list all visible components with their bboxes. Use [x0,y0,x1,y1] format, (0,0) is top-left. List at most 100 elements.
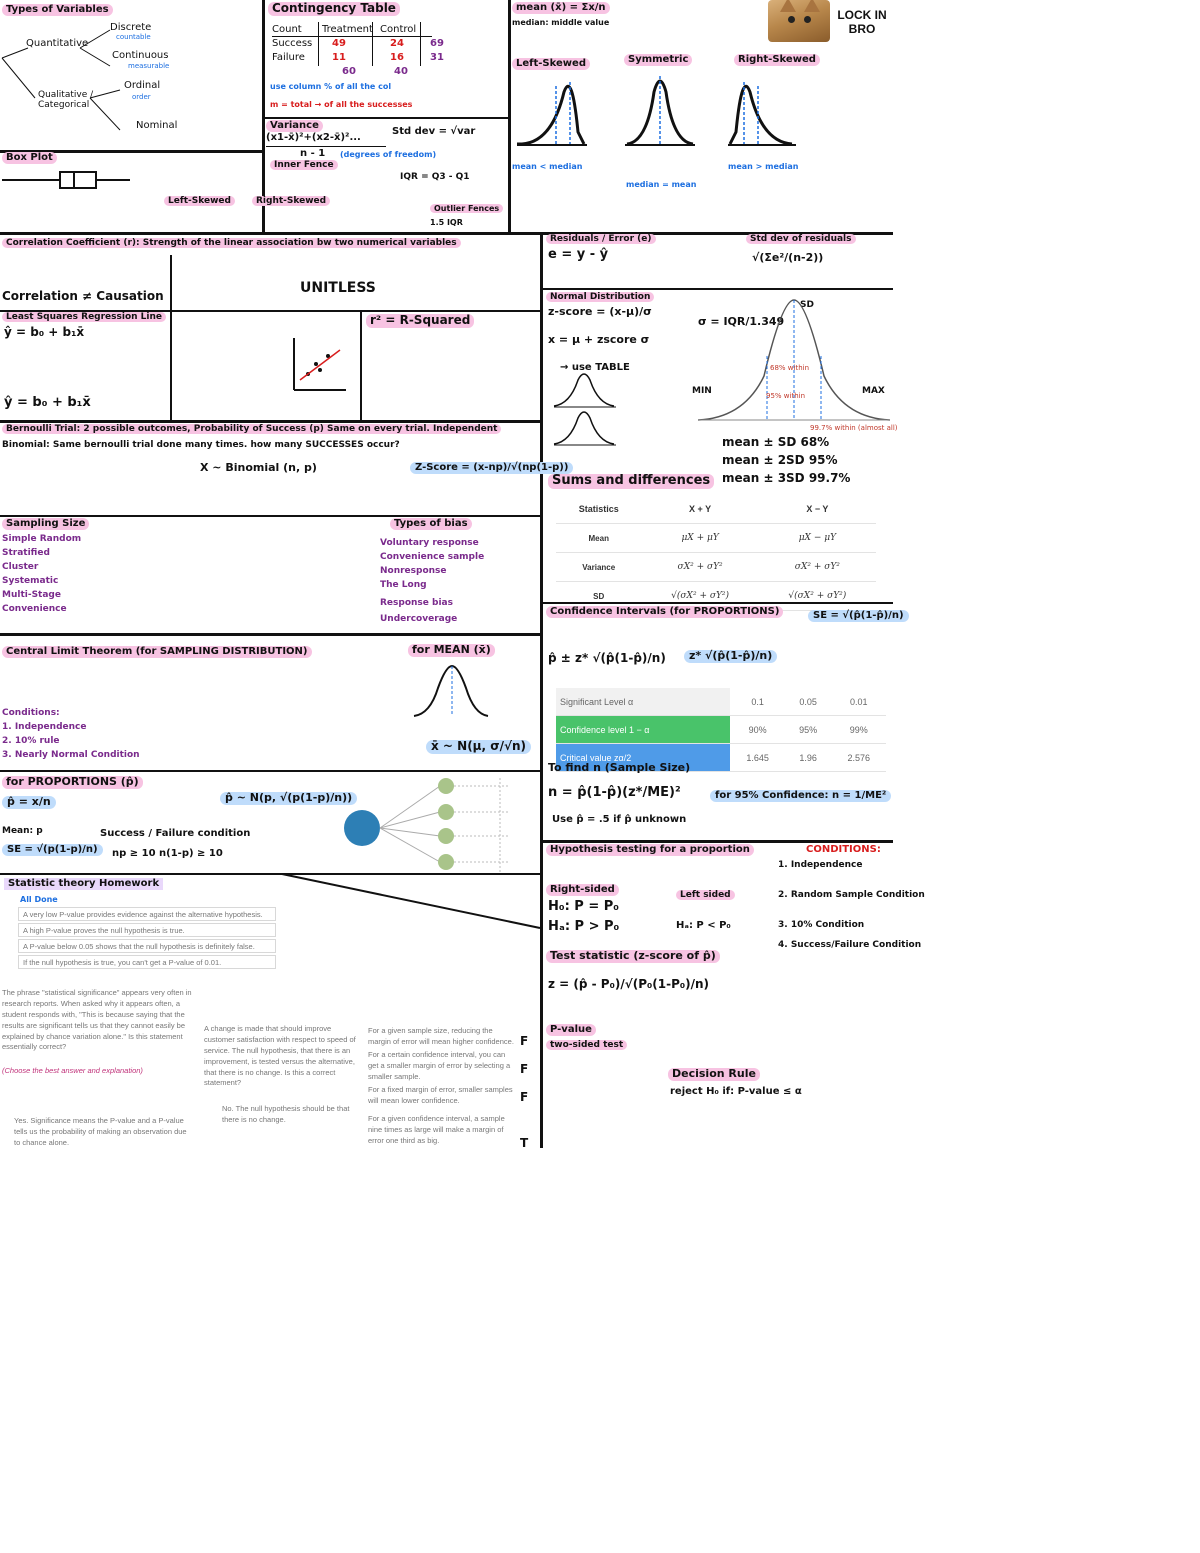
p-hat: p̂ = x/n [2,795,56,809]
sigma-iqr: σ = IQR/1.349 [698,315,785,328]
yhat-formula-2: ŷ = b₀ + b₁x̄ [4,395,91,410]
divider [0,873,540,875]
divider [262,0,265,232]
sym-note: median = mean [626,180,697,189]
prop-mean: Mean: p [2,826,43,836]
ct-coltotal: 40 [394,66,408,77]
ci-moe: z* √(p̂(1-p̂)/n) [684,649,778,663]
sums-cell: μX + μY [641,523,759,553]
table-note: → use TABLE [560,362,630,373]
divider [543,288,893,290]
quiz-q2-answer: Yes. Significance means the P-value and … [14,1116,187,1147]
crit-cell: 95% [784,715,832,744]
divider [508,0,511,232]
divider [540,232,543,1148]
std-dev-formula: Std dev = √var [392,126,476,137]
ht-cond: 2. Random Sample Condition [778,890,925,900]
normal-title: Normal Distribution [546,292,655,303]
divider [0,770,540,772]
sums-cell: μX − μY [758,523,876,553]
shape-right-title: Right-Skewed [734,54,820,66]
variance-denominator: n - 1 [300,148,326,159]
divider [543,840,893,843]
variance-formula: (x1-x̄)²+(x2-x̄)²... [266,132,361,143]
std-resid-title: Std dev of residuals [746,234,856,245]
ht-ha-left: Hₐ: P < P₀ [676,920,731,931]
quiz-q3-answer: No. The null hypothesis should be that t… [222,1104,350,1124]
pvalue-label: P-value [546,1024,596,1036]
bernoulli-title: Bernoulli Trial: 2 possible outcomes, Pr… [2,424,502,435]
corr-causation: Correlation ≠ Causation [2,289,164,303]
skew-curves [517,76,796,146]
label-ordinal: Ordinal [124,80,161,91]
method-item: Systematic [2,576,59,586]
divider [0,150,262,153]
lsrl-title: Least Squares Regression Line [2,312,167,323]
ht-h0: H₀: P = P₀ [548,899,619,914]
divider [360,310,362,420]
min-label: MIN [692,386,712,396]
yhat-formula: ŷ = b₀ + b₁x̄ [4,325,85,339]
crit-cell: 1.96 [784,743,832,772]
binomial-def: Binomial: Same bernoulli trial done many… [2,440,400,450]
scatter-plot-sketch [293,338,346,391]
empirical-68: mean ± SD 68% [722,435,830,449]
residual-formula: e = y - ŷ [548,247,609,262]
method-item: Stratified [2,548,50,558]
shape-left-title: Left-Skewed [512,58,590,70]
unitless-label: UNITLESS [300,280,376,296]
iqr-multiplier: 1.5 IQR [430,218,463,227]
quiz-q2: The phrase "statistical significance" ap… [2,988,192,1052]
ct-total: 31 [430,52,444,63]
residuals-title: Residuals / Error (e) [546,234,656,245]
label-discrete: Discrete [110,22,152,33]
divider [170,255,172,420]
max-label: MAX [862,386,885,396]
note-discrete: countable [116,33,151,41]
ct-row-failure: Failure [272,52,305,63]
method-item: Convenience [2,604,67,614]
ht-cond: 3. 10% Condition [778,920,865,930]
lock-in-text: LOCK IN BRO [837,8,887,36]
sums-title: Sums and differences [548,473,715,489]
rskew-note: mean > median [728,162,799,171]
section-title-contingency: Contingency Table [268,1,400,16]
ct-cell: 49 [332,38,346,49]
variable-tree-lines [1,29,121,131]
tf-mark: F [520,1034,529,1048]
ht-left-title: Left sided [676,890,735,901]
success-failure: Success / Failure condition [100,828,251,839]
quiz-ans-label: All Done [20,895,58,904]
ci-title: Confidence Intervals (for PROPORTIONS) [546,606,784,618]
test-stat-title: Test statistic (z-score of p̂) [546,949,720,963]
sf-terms: np ≥ 10 n(1-p) ≥ 10 [112,848,223,859]
pct68-label: 68% within [770,364,810,372]
decision-title: Decision Rule [668,1067,760,1081]
sums-cell: σX² + σY² [641,552,759,582]
box-right-skew: Right-Skewed [252,196,331,207]
shape-sym-title: Symmetric [624,54,693,66]
zscore-formula: z-score = (x-μ)/σ [548,305,652,318]
decision-rule: reject H₀ if: P-value ≤ α [670,1086,802,1097]
sums-head: Statistics [556,495,642,524]
ct-header-control: Control [380,24,417,35]
quiz-option[interactable]: If the null hypothesis is true, you can'… [18,955,276,969]
bias-item: Response bias [380,598,453,608]
quiz-option[interactable]: A P-value below 0.05 shows that the null… [18,939,276,953]
sample-size-formula: n = p̂(1-p̂)(z*/ME)² [548,785,681,800]
quiz-option[interactable]: A very low P-value provides evidence aga… [18,907,276,921]
sampling-diagram [344,778,510,874]
label-continuous: Continuous [112,50,169,61]
quiz-q4-item: For a fixed margin of error, smaller sam… [368,1085,513,1105]
crit-cell: 2.576 [831,743,886,772]
crit-cell: 99% [831,715,886,744]
quiz-option[interactable]: A high P-value proves the null hypothesi… [18,923,276,937]
sums-cell: σX² + σY² [758,552,876,582]
prop-se: SE = √(p(1-p)/n) [2,844,103,856]
critical-value-table: Significant Level α 0.1 0.05 0.01 Confid… [556,688,886,772]
divider [0,310,540,312]
quiz-title: Statistic theory Homework [4,878,164,890]
std-resid-formula: √(Σe²/(n-2)) [752,251,824,264]
binomial-zscore: Z-Score = (x-np)/√(np(1-p)) [410,462,574,474]
ct-cell: 16 [390,52,404,63]
